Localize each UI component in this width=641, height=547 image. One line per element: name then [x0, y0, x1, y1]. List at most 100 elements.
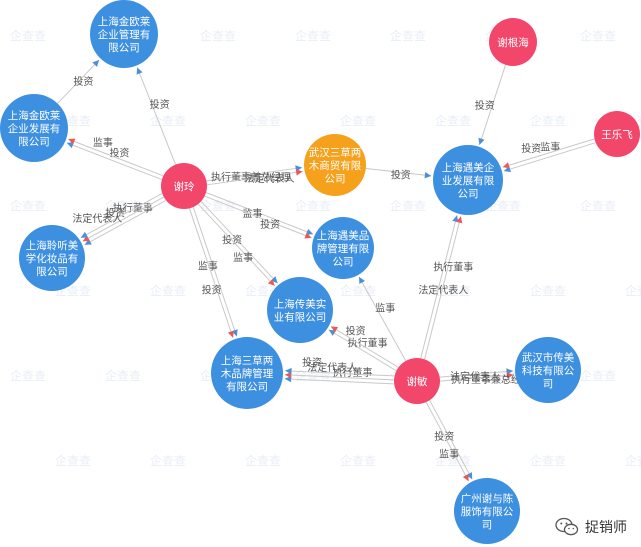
edge-arrowhead: [285, 367, 292, 375]
edge-arrowhead: [66, 142, 74, 149]
edge-line: [204, 195, 312, 239]
watermark-text: 企查查: [580, 368, 616, 383]
node-label: 有限公司: [226, 380, 268, 393]
node-circle: [515, 337, 581, 403]
edge-label: 监事: [198, 260, 218, 273]
node-circle: [433, 145, 503, 215]
watermark-text: 企查查: [10, 198, 46, 213]
edge-line: [429, 400, 473, 480]
node-label: 谢根海: [497, 36, 529, 49]
node-label: 木商贸有限: [309, 159, 362, 172]
edge-label: 法定代表人: [418, 284, 468, 297]
edge-label: 投资: [475, 99, 495, 112]
edge-label: 执行董事: [113, 202, 153, 215]
edge-line: [285, 370, 395, 377]
edge-line: [206, 171, 303, 186]
watermark-text: 企查查: [150, 453, 186, 468]
node-label: 服饰有限公: [461, 505, 514, 518]
node-label: 业发展有限: [442, 174, 495, 187]
watermark-text: 企查查: [625, 283, 641, 298]
edge-arrowhead: [136, 67, 143, 75]
watermark-text: 企查查: [150, 283, 186, 298]
edge-line: [206, 167, 303, 182]
graph-node-xiemin[interactable]: 谢敏: [394, 358, 440, 404]
edge-label: 投资: [150, 98, 170, 111]
watermark-text: 企查查: [340, 453, 376, 468]
edge-arrowhead: [82, 235, 90, 242]
watermark-text: 企查查: [245, 113, 281, 128]
node-label: 武汉市传美: [522, 351, 575, 364]
node-label: 限公司: [36, 266, 68, 278]
edge-line: [200, 201, 278, 284]
edge-line: [284, 374, 395, 381]
edge-label: 监事: [439, 448, 459, 461]
node-circle: [312, 217, 374, 279]
edge-line: [358, 276, 407, 362]
watermark-text: 企查查: [435, 113, 471, 128]
watermark-text: 企查查: [55, 453, 91, 468]
edge-label: 投资: [73, 75, 93, 88]
edge-label: 法定代表人: [72, 212, 122, 225]
edge-arrowhead: [80, 231, 88, 238]
edge-label: 投资: [202, 283, 222, 296]
watermark-text: 企查查: [390, 28, 426, 43]
node-label: 牌管理有限: [317, 242, 370, 255]
graph-node-xiegenhai[interactable]: 谢根海: [489, 18, 537, 66]
edge-line: [205, 192, 314, 235]
node-circle: [19, 225, 85, 291]
edge-arrowhead: [304, 232, 312, 239]
edge-layer: 投资投资投资监事执行董事投资法定代表人执行董事兼总经理法定代表人监事投资投资监事…: [57, 59, 596, 482]
edge-line: [136, 67, 177, 165]
edge-label: 监事: [540, 140, 560, 153]
watermark-text: 企查查: [340, 113, 376, 128]
edge-label: 监事: [93, 136, 113, 149]
edge-arrowhead: [270, 276, 278, 284]
edge-arrowhead: [92, 60, 100, 67]
watermark-text: 企查查: [150, 113, 186, 128]
wechat-icon: [555, 517, 579, 536]
edge-arrowhead: [456, 216, 463, 224]
edge-arrowhead: [84, 238, 92, 245]
node-label: 企业发展有: [8, 122, 61, 135]
node-label: 王乐飞: [601, 129, 633, 141]
edge-line: [424, 216, 462, 360]
edge-line: [440, 374, 514, 382]
watermark-text: 企查查: [245, 453, 281, 468]
watermark-text: 企查查: [105, 368, 141, 383]
edge-line: [478, 64, 507, 145]
node-label: 限公司: [18, 136, 50, 148]
node-label: 谢玲: [174, 180, 195, 193]
graph-node-xieling[interactable]: 谢玲: [161, 163, 207, 209]
watermark-text: 企查查: [580, 198, 616, 213]
brand-badge: 捉销师: [555, 517, 627, 537]
edge-label: 投资: [260, 218, 280, 231]
edge-label: 投资: [521, 142, 541, 155]
node-label: 木品牌管理: [221, 367, 274, 380]
node-label: 上海金欧莱: [98, 15, 151, 28]
edge-label: 执行董事: [348, 336, 388, 349]
edge-arrowhead: [478, 137, 485, 145]
watermark-text: 企查查: [625, 453, 641, 468]
graph-node-wanglefei[interactable]: 王乐飞: [594, 111, 640, 157]
node-label: 限公司: [108, 42, 140, 54]
edge: 投资: [475, 64, 507, 145]
node-circle: [394, 358, 440, 404]
node-circle: [211, 337, 283, 409]
node-circle: [0, 94, 68, 162]
node-label: 上海聆听美: [26, 239, 79, 252]
